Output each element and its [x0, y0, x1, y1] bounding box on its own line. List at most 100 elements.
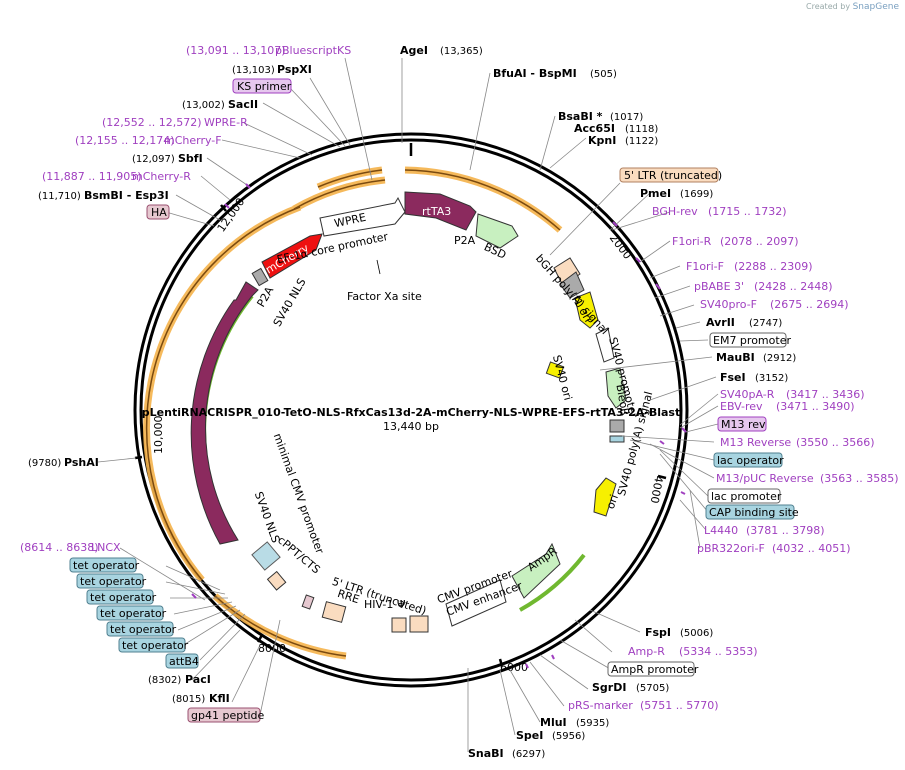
primer-F1ori-R: F1ori-R(2078 .. 2097): [672, 235, 799, 248]
primer-WPRE-R: (12,552 .. 12,572)WPRE-R: [102, 116, 248, 129]
svg-text:(4032 .. 4051): (4032 .. 4051): [772, 542, 851, 555]
primer-EBV-rev: EBV-rev(3471 .. 3490): [720, 400, 855, 413]
feature-WPRE: [319, 196, 406, 237]
feature-label: BleoR: [613, 383, 631, 417]
svg-text:SV40pA-R: SV40pA-R: [720, 388, 775, 401]
feature-label: SV40 NLS: [252, 490, 282, 545]
svg-text:lac operator: lac operator: [717, 454, 784, 467]
enzyme-Acc65I: Acc65I(1118): [574, 122, 658, 135]
svg-text:BfuAI - BspMI: BfuAI - BspMI: [493, 67, 577, 80]
primer-mCherry-F: (12,155 .. 12,174)mCherry-F: [75, 134, 222, 147]
svg-text:(2747): (2747): [749, 318, 782, 329]
feature-label: SV40 NLS: [271, 276, 309, 329]
feature-label: P2A: [454, 234, 476, 247]
feature-grey: [559, 271, 585, 299]
svg-text:AvrII: AvrII: [706, 316, 735, 329]
feature-cPPT: [266, 570, 287, 591]
svg-text:(11,887 .. 11,905): (11,887 .. 11,905): [42, 170, 142, 183]
svg-text:M13/pUC Reverse: M13/pUC Reverse: [716, 472, 814, 485]
feature-ori: [593, 477, 617, 517]
enzyme-SacII: (13,002)SacII: [182, 98, 258, 111]
svg-text:(13,091 .. 13,107): (13,091 .. 13,107): [186, 44, 286, 57]
svg-text:attB4: attB4: [169, 655, 199, 668]
svg-text:SbfI: SbfI: [178, 152, 203, 165]
box-AmpR-promoter: AmpR promoter: [607, 661, 699, 677]
primer-pBABE3: pBABE 3'(2428 .. 2448): [694, 280, 833, 293]
svg-text:tet operator: tet operator: [110, 623, 177, 636]
svg-text:SnaBI: SnaBI: [468, 747, 504, 760]
box-M13rev: M13 rev: [717, 416, 767, 432]
svg-text:F1ori-R: F1ori-R: [672, 235, 712, 248]
feature-f1ori: [574, 291, 599, 329]
enzyme-PshAI: (9780)PshAI: [28, 456, 99, 469]
svg-text:tet operator: tet operator: [122, 639, 189, 652]
enzyme-AvrII: AvrII (2747): [706, 316, 782, 329]
box-tet-operator: tet operator: [69, 557, 140, 573]
svg-text:(1017): (1017): [610, 112, 643, 123]
primer-M13-Reverse: M13 Reverse(3550 .. 3566): [720, 436, 875, 449]
svg-text:BsaBI *: BsaBI *: [558, 110, 603, 123]
svg-text:HA: HA: [151, 206, 167, 219]
enzyme-MluI: MluI(5935): [540, 716, 609, 729]
svg-text:pBR322ori-F: pBR322ori-F: [697, 542, 765, 555]
svg-text:(8614 .. 8638): (8614 .. 8638): [20, 541, 99, 554]
feature-HIV: [391, 617, 407, 633]
svg-text:(3563 .. 3585): (3563 .. 3585): [820, 472, 899, 485]
svg-text:(2288 .. 2309): (2288 .. 2309): [734, 260, 813, 273]
svg-text:EBV-rev: EBV-rev: [720, 400, 763, 413]
primer-pRS-marker: pRS-marker(5751 .. 5770): [568, 699, 719, 712]
feature-label: rtTA3: [422, 205, 451, 218]
feature-lac: [609, 435, 625, 443]
box-CAP: CAP binding site: [705, 504, 799, 520]
svg-text:SpeI: SpeI: [516, 729, 543, 742]
svg-text:L4440: L4440: [704, 524, 738, 537]
svg-text:(12,097): (12,097): [132, 154, 175, 165]
svg-text:M13 rev: M13 rev: [721, 418, 766, 431]
svg-text:SgrDI: SgrDI: [592, 681, 626, 694]
svg-text:(12,155 .. 12,174): (12,155 .. 12,174): [75, 134, 175, 147]
svg-text:(5705): (5705): [636, 683, 669, 694]
box-HA: HA: [146, 204, 170, 220]
svg-text:(11,710): (11,710): [38, 191, 81, 202]
svg-text:PmeI: PmeI: [640, 187, 671, 200]
svg-text:BGH-rev: BGH-rev: [652, 205, 698, 218]
primer-labels: (13,091 .. 13,107)pBluescriptKS (12,552 …: [20, 44, 899, 712]
primer-LNCX: (8614 .. 8638)LNCX: [20, 541, 121, 554]
feature-grey2: [609, 419, 625, 433]
enzyme-PspXI: (13,103)PspXI: [232, 63, 312, 76]
feature-AmpR: [511, 542, 561, 599]
enzyme-SnaBI: SnaBI (6297): [468, 747, 545, 760]
svg-text:(2912): (2912): [763, 353, 796, 364]
svg-text:pBABE 3': pBABE 3': [694, 280, 744, 293]
primer-SV40pA-R: SV40pA-R(3417 .. 3436): [720, 388, 865, 401]
svg-text:(6297): (6297): [512, 749, 545, 760]
feature-CMV-enhancer: [445, 579, 507, 627]
feature-SV40-promoter: [595, 327, 615, 363]
enzyme-BsmBI: (11,710)BsmBI - Esp3I: [38, 189, 169, 202]
enzyme-FspI: FspI(5006): [645, 626, 713, 639]
enzyme-SgrDI: SgrDI (5705): [592, 681, 669, 694]
svg-text:tet operator: tet operator: [80, 575, 147, 588]
svg-text:SV40pro-F: SV40pro-F: [700, 298, 757, 311]
svg-text:pBluescriptKS: pBluescriptKS: [275, 44, 351, 57]
svg-text:5' LTR (truncated): 5' LTR (truncated): [624, 169, 722, 182]
svg-text:(3550 .. 3566): (3550 .. 3566): [796, 436, 875, 449]
svg-text:(1122): (1122): [625, 136, 658, 147]
primer-pBluescriptKS: (13,091 .. 13,107)pBluescriptKS: [186, 44, 351, 57]
svg-text:EM7 promoter: EM7 promoter: [713, 334, 791, 347]
svg-text:FseI: FseI: [720, 371, 746, 384]
svg-text:CAP binding site: CAP binding site: [709, 506, 799, 519]
primer-F1ori-F: F1ori-F (2288 .. 2309): [686, 260, 813, 273]
primer-pBR322ori-F: pBR322ori-F (4032 .. 4051): [697, 542, 851, 555]
svg-text:gp41 peptide: gp41 peptide: [191, 709, 265, 722]
svg-text:AmpR promoter: AmpR promoter: [611, 663, 699, 676]
svg-text:(5935): (5935): [576, 718, 609, 729]
primer-L4440: L4440(3781 .. 3798): [704, 524, 825, 537]
svg-text:F1ori-F: F1ori-F: [686, 260, 724, 273]
primer-SV40pro-F: SV40pro-F(2675 .. 2694): [700, 298, 849, 311]
svg-text:(1699): (1699): [680, 189, 713, 200]
box-tet-operator: tet operator: [86, 589, 157, 605]
feature-gp41: [301, 594, 315, 610]
tick-label: 10,000: [152, 416, 165, 455]
tick-label: 4000: [648, 475, 666, 505]
